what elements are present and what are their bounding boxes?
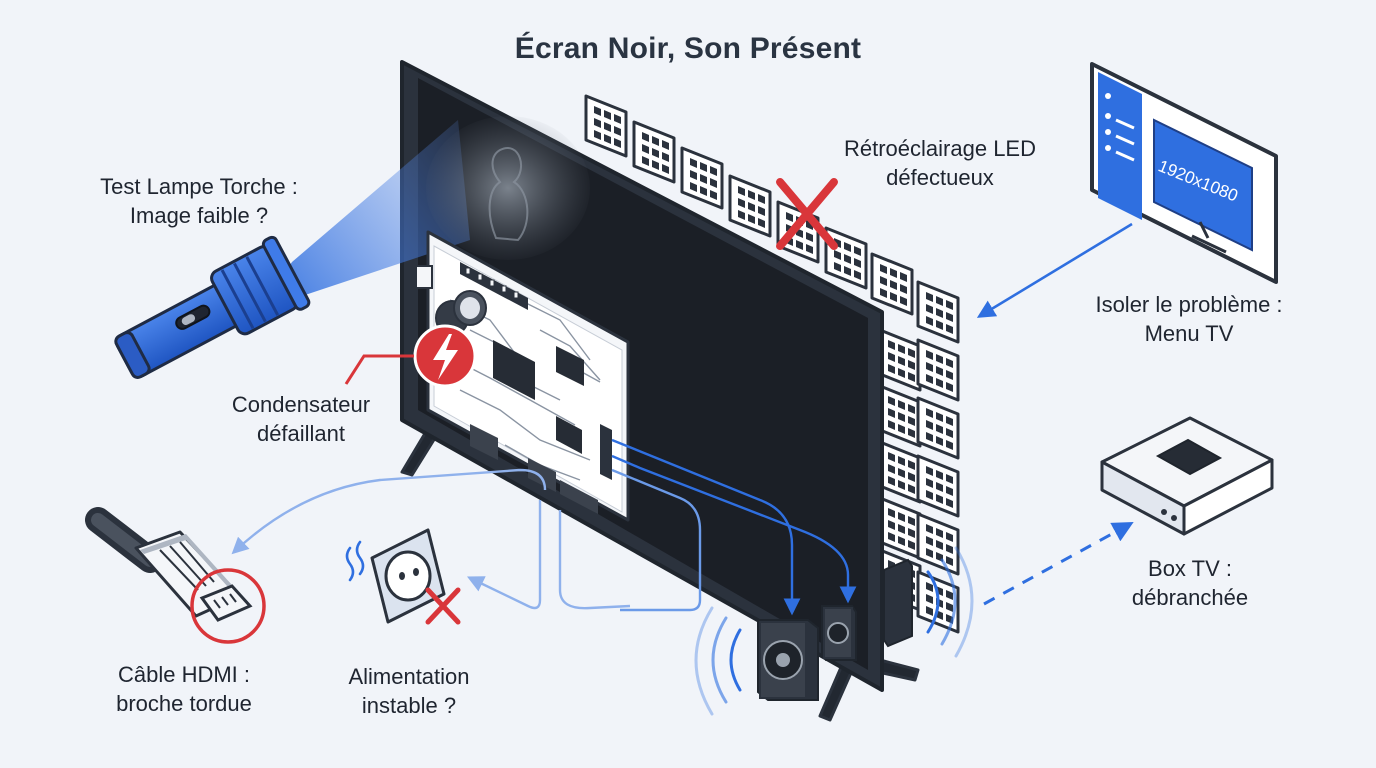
- led-module-icon: [870, 252, 914, 316]
- led-module-icon: [916, 512, 960, 576]
- led-backlight-modules: [584, 94, 960, 634]
- led-module-icon: [916, 280, 960, 344]
- set-top-box-icon: [1100, 416, 1274, 536]
- x-mark-icon: [776, 178, 838, 250]
- led-module-icon: [680, 146, 724, 210]
- label-isolate-menu: Isoler le problème :Menu TV: [1095, 292, 1283, 346]
- speaker-icon: [694, 546, 974, 716]
- flashlight-beam: [260, 120, 470, 310]
- diagram-title: Écran Noir, Son Présent: [514, 32, 862, 65]
- tv-menu-icon: 1920x1080: [1090, 62, 1278, 284]
- hdmi-plug-icon: [85, 507, 266, 644]
- led-module-icon: [878, 496, 922, 560]
- label-hdmi-cable: Câble HDMI :broche tordue: [116, 662, 252, 716]
- label-tv-box: Box TV :débranchée: [1131, 556, 1249, 610]
- led-module-icon: [878, 440, 922, 504]
- lightning-warning-icon: [344, 324, 477, 388]
- led-module-icon: [916, 396, 960, 460]
- label-flashlight-test: Test Lampe Torche :Image faible ?: [100, 174, 298, 228]
- led-module-icon: [584, 94, 628, 158]
- led-module-icon: [916, 570, 960, 634]
- led-module-icon: [916, 338, 960, 402]
- led-module-icon: [632, 120, 676, 184]
- box-connection-arrow: [983, 521, 1134, 606]
- faint-image-spot: [426, 116, 590, 260]
- led-module-icon: [824, 226, 868, 290]
- flashlight-icon: [114, 235, 311, 379]
- led-module-icon: [878, 328, 922, 392]
- power-outlet-icon: [345, 528, 461, 625]
- led-module-icon: [728, 174, 772, 238]
- led-module-icon: [916, 454, 960, 518]
- circuit-board-icon: [415, 230, 630, 522]
- faint-figure: [488, 147, 529, 242]
- menu-arrow: [976, 222, 1133, 318]
- led-module-icon: [878, 384, 922, 448]
